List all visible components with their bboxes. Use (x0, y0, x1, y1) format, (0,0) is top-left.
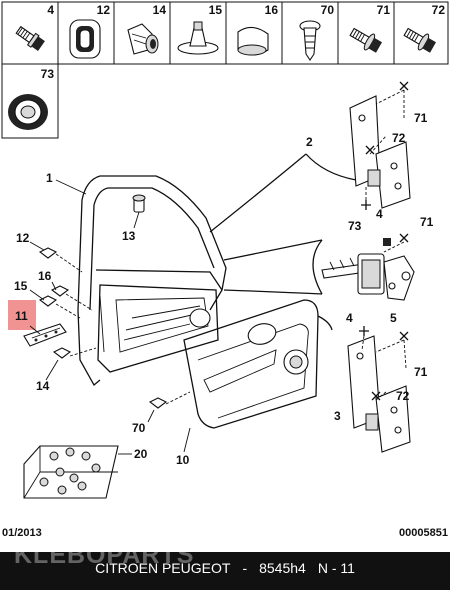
flange-bolt-icon (403, 27, 436, 53)
header-label-12: 12 (97, 3, 111, 17)
footer-brand: CITROEN PEUGEOT (95, 560, 231, 576)
footer-position: N - 11 (317, 560, 355, 576)
grommet-icon (69, 19, 101, 59)
connector-lines (209, 153, 357, 331)
callout-10[interactable]: 10 (176, 453, 190, 467)
footer-caption: CITROEN PEUGEOT-8545h4 N - 11 (0, 560, 450, 576)
callout-11[interactable]: 11 (15, 309, 28, 323)
clip-14[interactable] (52, 347, 72, 359)
callout-1[interactable]: 1 (46, 171, 53, 185)
upper-hinge[interactable] (349, 95, 411, 209)
callout-73[interactable]: 73 (348, 219, 362, 233)
callout-labels: 1 2 3 4 4 5 10 11 12 13 14 15 16 20 70 7… (8, 111, 434, 467)
header-parts-grid: 4 12 14 15 16 70 71 72 73 (1, 1, 449, 139)
fir-tree-clip-icon (299, 20, 321, 61)
clip-12[interactable] (38, 247, 58, 259)
header-label-4: 4 (47, 3, 54, 17)
date-code: 01/2013 (2, 527, 42, 539)
clip-16[interactable] (50, 285, 70, 297)
door-frame[interactable] (77, 175, 227, 387)
header-label-71: 71 (377, 3, 391, 17)
watermark: KLEBOPARTS (14, 541, 195, 569)
door-trim-panel[interactable] (183, 299, 319, 429)
callout-70[interactable]: 70 (132, 421, 146, 435)
check-strap[interactable] (23, 323, 67, 347)
cap-nut-icon (237, 26, 269, 56)
check-link[interactable] (321, 238, 415, 301)
footer-part-code: 8545h4 (259, 560, 306, 576)
callout-72-lower[interactable]: 72 (396, 389, 410, 403)
callout-4-upper[interactable]: 4 (376, 207, 383, 221)
bolt-markers (359, 81, 409, 401)
header-label-15: 15 (209, 3, 223, 17)
callout-72-upper[interactable]: 72 (392, 131, 406, 145)
callout-71-bottom[interactable]: 71 (414, 365, 428, 379)
reference-code: 00005851 (399, 527, 448, 539)
callout-13[interactable]: 13 (122, 229, 136, 243)
callout-14[interactable]: 14 (36, 379, 50, 393)
header-label-70: 70 (321, 3, 335, 17)
callout-4-lower[interactable]: 4 (346, 311, 353, 325)
header-label-72: 72 (432, 3, 446, 17)
cell-72[interactable] (393, 1, 449, 65)
small-clips (38, 247, 191, 409)
fastener-kit[interactable] (23, 445, 119, 499)
clip-70[interactable] (148, 397, 168, 409)
push-rivet-icon (177, 21, 219, 55)
callout-2[interactable]: 2 (306, 135, 313, 149)
bolt-washer-icon (349, 27, 382, 53)
highlight-box-11 (8, 300, 36, 330)
cell-71[interactable] (337, 1, 395, 65)
clip-15[interactable] (38, 295, 58, 307)
seal-ring-icon (8, 94, 48, 130)
expansion-clip-icon (127, 23, 159, 55)
callout-5[interactable]: 5 (390, 311, 397, 325)
lower-hinge[interactable] (347, 335, 411, 453)
frame-bolt[interactable] (132, 194, 146, 229)
header-label-16: 16 (265, 3, 279, 17)
header-label-73: 73 (41, 67, 55, 81)
bolt-icon (15, 25, 45, 51)
callout-16[interactable]: 16 (38, 269, 52, 283)
callout-3[interactable]: 3 (334, 409, 341, 423)
callout-71-mid[interactable]: 71 (420, 215, 434, 229)
header-label-14: 14 (153, 3, 167, 17)
footer-bar (0, 552, 450, 590)
callout-15[interactable]: 15 (14, 279, 28, 293)
callout-71-top[interactable]: 71 (414, 111, 428, 125)
callout-20[interactable]: 20 (134, 447, 148, 461)
footer-separator: - (242, 560, 248, 576)
callout-12[interactable]: 12 (16, 231, 30, 245)
